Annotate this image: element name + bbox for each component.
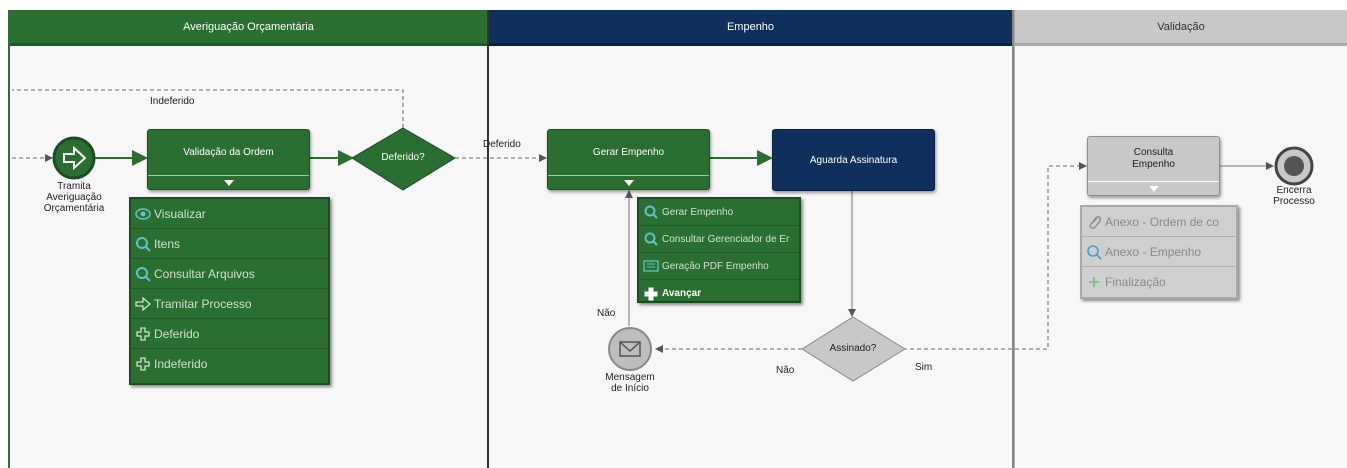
task-consulta-empenho-label: Consulta Empenho bbox=[1132, 147, 1175, 170]
flow-label-deferido: Deferido bbox=[483, 139, 521, 150]
chevron-down-icon bbox=[1148, 185, 1159, 192]
menu-item-label: Tramitar Processo bbox=[154, 296, 252, 311]
lane-validacao: Validação bbox=[1014, 10, 1347, 468]
gateway-deferido-label: Deferido? bbox=[381, 152, 425, 163]
flow-label-nao-left: Não bbox=[597, 308, 616, 319]
menu-item-finalizacao[interactable]: Finalização bbox=[1082, 267, 1236, 297]
task-menu-validacao: Visualizar Itens Consultar Arquivos Tram… bbox=[129, 197, 330, 385]
flow-indeferido bbox=[12, 89, 404, 128]
menu-item-itens[interactable]: Itens bbox=[131, 229, 328, 259]
magnifier-icon bbox=[643, 204, 659, 220]
menu-item-visualizar[interactable]: Visualizar bbox=[131, 199, 328, 229]
arrow-right-icon bbox=[135, 296, 151, 312]
plus-icon bbox=[135, 356, 151, 372]
paperclip-icon bbox=[1086, 214, 1102, 230]
menu-item-deferido[interactable]: Deferido bbox=[131, 319, 328, 349]
plus-icon bbox=[135, 326, 151, 342]
task-menu-consulta-empenho: Anexo - Ordem de co Anexo - Empenho Fina… bbox=[1080, 205, 1238, 299]
start-event-label: Tramita Averiguação Orçamentária bbox=[43, 181, 105, 214]
task-menu-gerar-empenho: Gerar Empenho Consultar Gerenciador de E… bbox=[637, 197, 801, 303]
lane-averiguacao-orcamentaria: Averiguação Orçamentária bbox=[8, 10, 489, 468]
lane-header-validacao: Validação bbox=[1015, 10, 1347, 46]
task-gerar-empenho-label: Gerar Empenho bbox=[592, 147, 665, 158]
menu-item-anexo-ordem[interactable]: Anexo - Ordem de co bbox=[1082, 207, 1236, 237]
task-consulta-empenho[interactable]: Consulta Empenho bbox=[1087, 136, 1220, 196]
menu-item-indeferido[interactable]: Indeferido bbox=[131, 349, 328, 379]
menu-item-label: Anexo - Empenho bbox=[1105, 244, 1202, 259]
magnifier-icon bbox=[643, 231, 659, 247]
menu-item-label: Geração PDF Empenho bbox=[662, 260, 769, 272]
task-gerar-empenho[interactable]: Gerar Empenho bbox=[547, 129, 710, 190]
end-event[interactable] bbox=[1274, 146, 1314, 186]
envelope-icon bbox=[619, 341, 641, 357]
task-validacao-da-ordem-label: Validação da Ordem bbox=[183, 147, 274, 158]
pdf-icon bbox=[643, 258, 659, 274]
flow-label-nao-right: Não bbox=[776, 365, 795, 376]
task-menu-toggle[interactable] bbox=[1088, 181, 1219, 195]
task-aguarda-assinatura-label: Aguarda Assinatura bbox=[809, 154, 898, 166]
start-event[interactable] bbox=[52, 136, 96, 180]
flow-label-indeferido: Indeferido bbox=[150, 96, 195, 107]
magnifier-icon bbox=[135, 236, 151, 252]
menu-item-consultar-arquivos[interactable]: Consultar Arquivos bbox=[131, 259, 328, 289]
magnifier-icon bbox=[135, 266, 151, 282]
menu-item-label: Indeferido bbox=[154, 357, 208, 371]
arrow-right-icon bbox=[63, 145, 87, 171]
menu-item-consultar-gerenciador[interactable]: Consultar Gerenciador de Er bbox=[639, 226, 799, 253]
plus-icon bbox=[1086, 274, 1102, 290]
menu-item-label: Consultar Arquivos bbox=[154, 266, 255, 281]
task-aguarda-assinatura[interactable]: Aguarda Assinatura bbox=[772, 129, 935, 191]
magnifier-icon bbox=[1086, 244, 1102, 260]
eye-icon bbox=[135, 206, 151, 222]
gateway-deferido[interactable] bbox=[351, 127, 456, 191]
menu-item-geracao-pdf[interactable]: Geração PDF Empenho bbox=[639, 253, 799, 280]
chevron-down-icon bbox=[223, 179, 234, 186]
plus-icon bbox=[643, 286, 659, 302]
task-validacao-da-ordem[interactable]: Validação da Ordem bbox=[147, 129, 310, 190]
lane-header-empenho: Empenho bbox=[489, 10, 1012, 46]
task-menu-toggle[interactable] bbox=[548, 175, 709, 189]
menu-item-label: Visualizar bbox=[154, 206, 206, 221]
message-start-event[interactable] bbox=[608, 327, 652, 371]
message-event-label: Mensagem de Início bbox=[605, 372, 655, 394]
menu-item-label: Consultar Gerenciador de Er bbox=[662, 233, 790, 245]
gateway-assinado-label: Assinado? bbox=[829, 343, 877, 354]
menu-item-anexo-empenho[interactable]: Anexo - Empenho bbox=[1082, 237, 1236, 267]
menu-item-tramitar-processo[interactable]: Tramitar Processo bbox=[131, 289, 328, 319]
menu-item-avancar[interactable]: Avançar bbox=[639, 280, 799, 302]
end-event-label: Encerra Processo bbox=[1273, 185, 1315, 207]
menu-item-label: Deferido bbox=[154, 326, 200, 341]
flow-label-sim: Sim bbox=[915, 362, 933, 373]
menu-item-label: Gerar Empenho bbox=[662, 206, 734, 218]
flow-assinado-sim bbox=[903, 162, 1087, 350]
gateway-assinado[interactable] bbox=[801, 316, 906, 382]
menu-item-label: Avançar bbox=[662, 288, 702, 299]
menu-item-label: Finalização bbox=[1105, 275, 1166, 289]
menu-item-label: Itens bbox=[154, 236, 181, 251]
menu-item-gerar-empenho[interactable]: Gerar Empenho bbox=[639, 199, 799, 226]
task-menu-toggle[interactable] bbox=[148, 175, 309, 189]
lane-header-averiguacao: Averiguação Orçamentária bbox=[10, 10, 487, 46]
menu-item-label: Anexo - Ordem de co bbox=[1105, 214, 1220, 229]
chevron-down-icon bbox=[623, 179, 634, 186]
